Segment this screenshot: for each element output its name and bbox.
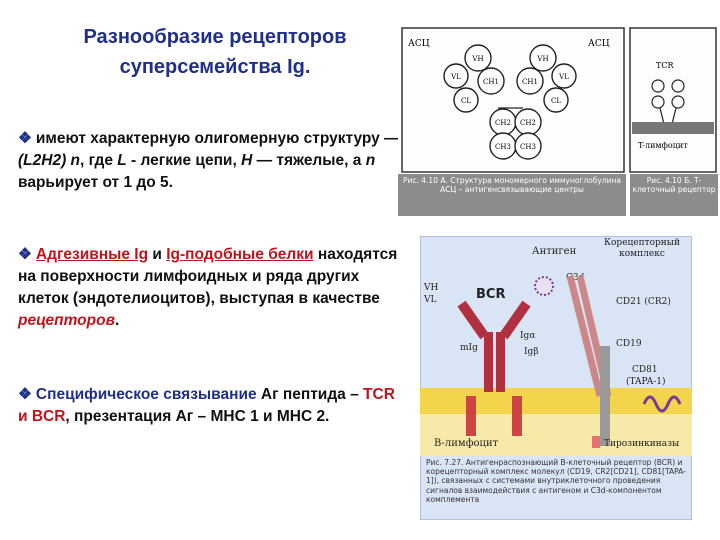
title-line-2: суперсемейства Ig. — [119, 56, 311, 78]
ch1-right-label: CH1 — [522, 78, 538, 86]
ch2-right-label: CH2 — [520, 119, 536, 127]
ig-caption: Рис. 4.10 А. Структура мономерного иммун… — [402, 176, 621, 194]
cl-right-label: CL — [551, 97, 561, 105]
coreceptor-label: Корецепторный комплекс — [604, 238, 680, 259]
ch3-left-label: CH3 — [495, 143, 511, 151]
ig-domain-circles — [443, 44, 577, 160]
bullet-adhesive: ❖Адгезивные Ig и Ig-подобные белки наход… — [18, 246, 398, 329]
ch3-right-label: CH3 — [520, 143, 536, 151]
vh-left-label: VH — [471, 55, 483, 63]
tcr-caption-box — [630, 174, 718, 216]
acts-left-label: АСЦ — [408, 39, 430, 49]
tapa-label: (TAPA-1) — [626, 376, 666, 387]
antigen-label: Антиген — [532, 246, 577, 257]
diamond-bullet-icon: ❖ — [18, 246, 32, 263]
tyrosine-kinase-legend-icon — [592, 436, 600, 448]
igb-label: Igβ — [524, 347, 539, 357]
ch2-left-label: CH2 — [495, 119, 511, 127]
tcell-membrane — [632, 122, 714, 134]
vl-left-label: VL — [450, 73, 461, 81]
cd81-shape — [642, 395, 682, 413]
ig-caption-box — [398, 174, 626, 216]
vh-right-label: VH — [536, 55, 548, 63]
antigen-shape — [534, 276, 554, 296]
immunoglobulin-structure-figure: АСЦ АСЦ VH VH VL VL CH1 CH1 CL CL CH2 CH… — [398, 24, 718, 216]
tcr-domain-circles — [651, 79, 685, 109]
cl-left-label: CL — [461, 97, 471, 105]
cd81-label: CD81 — [632, 365, 658, 375]
bullet-binding: ❖Специфическое связывание Аг пептида – T… — [18, 386, 395, 425]
cytoplasm — [420, 414, 692, 456]
tyrosine-label: Тирозинкиназы — [604, 439, 679, 449]
bullet-structure: ❖имеют характерную олигомерную структуру… — [18, 130, 400, 191]
iga-label: Igα — [520, 331, 535, 341]
diamond-bullet-icon: ❖ — [18, 130, 32, 147]
ig-domain-labels: VH VH VL VL CH1 CH1 CL CL CH2 CH2 CH3 CH… — [450, 55, 569, 151]
tcr-stalks — [659, 107, 677, 125]
slide-title: Разнообразие рецепторов суперсемейства I… — [30, 22, 400, 82]
b-lymph-label: B-лимфоцит — [434, 438, 499, 449]
bcr-receptor-shape — [457, 300, 531, 436]
c3d-label: C3d — [566, 273, 585, 283]
cd21-label: CD21 (CR2) — [616, 296, 671, 307]
tcr-caption: Рис. 4.10 Б. Т-клеточный рецептор — [632, 176, 716, 194]
acts-right-label: АСЦ — [588, 39, 610, 49]
vl-right-label: VL — [558, 73, 569, 81]
vh-label: VH — [423, 283, 438, 293]
cd19-shape — [600, 346, 610, 446]
bcr-caption: Рис. 7.27. Антигенраспознающий В-клеточн… — [426, 458, 686, 504]
vl-label: VL — [423, 295, 436, 305]
diamond-bullet-icon: ❖ — [18, 386, 32, 403]
cd19-label: CD19 — [616, 339, 642, 349]
ch1-left-label: CH1 — [483, 78, 499, 86]
tcell-label: T-лимфоцит — [638, 141, 688, 150]
cell-membrane — [420, 388, 692, 414]
bcr-label: BCR — [476, 287, 505, 302]
title-line-1: Разнообразие рецепторов — [83, 26, 347, 48]
tcr-label: TCR — [656, 61, 674, 70]
mig-label: mIg — [460, 343, 478, 353]
bcr-complex-figure: Антиген Корецепторный комплекс C3d VH VL… — [420, 236, 692, 520]
